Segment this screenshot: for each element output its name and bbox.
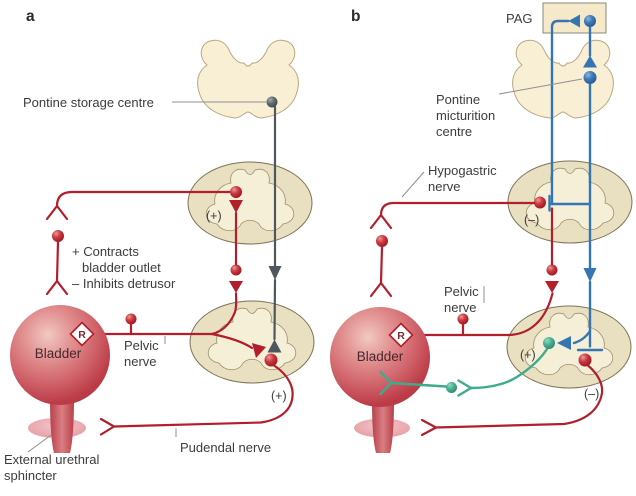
panel-b: b <box>330 2 633 453</box>
sympathetic-note-line3: – Inhibits detrusor <box>72 276 176 291</box>
pudendal-nerve-a <box>112 364 294 428</box>
labels-b: PAG Pontine micturition centre Hypogastr… <box>401 11 599 401</box>
pag-neuron <box>584 15 596 27</box>
pudendal-fork-terminal-a <box>99 417 116 436</box>
bladder-assembly-a: Bladder R <box>10 305 110 453</box>
storage-direction-arrowhead <box>268 266 282 280</box>
hypogastric-pointer-line <box>401 171 425 198</box>
labels-a: Pontine storage centre + Contracts bladd… <box>4 95 287 483</box>
relay-interneuron-b <box>546 264 558 276</box>
pontine-storage-label: Pontine storage centre <box>23 95 154 110</box>
pelvic-nerve-label-line1-a: Pelvic <box>124 338 159 353</box>
sympathetic-preganglionic-neuron-b <box>534 196 546 209</box>
sphincter-motoneuron-b <box>578 353 592 367</box>
hypogastric-label-line1: Hypogastric <box>428 163 497 178</box>
ascending-limb-to-pag <box>550 19 570 206</box>
pontine-storage-pathway <box>172 96 282 353</box>
hypogastric-label-line2: nerve <box>428 179 461 194</box>
brainstem-cross-section-b <box>512 39 614 119</box>
thoracolumbar-cord-a <box>187 161 313 245</box>
red-circuit-a <box>45 186 294 436</box>
pag-label: PAG <box>506 11 533 26</box>
preganglionic-fork-terminal-b <box>369 213 393 230</box>
receptor-label-b: R <box>397 330 405 342</box>
sphincter-motoneuron-a <box>264 353 278 367</box>
afferent-relay-terminal-b <box>545 281 559 293</box>
minus-sign-thoracolumbar-b: (–) <box>524 213 539 227</box>
sphincter-label-line1: External urethral <box>4 452 99 467</box>
storage-descending-axon-lower <box>273 278 277 341</box>
sympathetic-ganglion-a <box>52 230 64 242</box>
storage-synaptic-terminal <box>267 339 282 353</box>
panel-a-letter: a <box>26 8 35 25</box>
sympathetic-note-line1: + Contracts <box>72 244 139 259</box>
pmc-label-line1: Pontine <box>436 92 480 107</box>
parasympathetic-excitation-branch <box>572 329 592 345</box>
detrusor-fork-terminal-overlay <box>379 370 425 396</box>
sphincter-fork-terminal-b <box>420 418 438 437</box>
sphincter-pointer-line <box>27 434 52 453</box>
spinobulbospinal-pathway <box>548 14 604 352</box>
bladder-assembly-b: Bladder R <box>330 307 430 453</box>
sacral-cord-a <box>189 300 315 384</box>
sympathetic-excitatory-terminal-a <box>229 200 243 213</box>
pelvic-nerve-label-line2-b: nerve <box>444 300 477 315</box>
bladder-label-b: Bladder <box>357 349 404 364</box>
afferent-ascending-branch-a <box>210 292 238 336</box>
pelvic-nerve-afferent-b <box>421 292 554 337</box>
receptor-diamond-a <box>69 321 95 347</box>
receptor-label-a: R <box>78 329 86 341</box>
postganglionic-fork-terminal-a <box>45 279 69 296</box>
pontine-micturition-centre-neuron <box>583 71 597 84</box>
postganglionic-fork-terminal-b <box>369 281 393 298</box>
receptor-diamond-b <box>388 322 414 348</box>
afferent-relay-terminal-a <box>229 281 243 293</box>
parasympathetic-excitatory-terminal <box>557 336 571 350</box>
afferent-motoneuron-branch-a <box>210 332 254 350</box>
afferent-soma-b <box>457 313 469 325</box>
brainstem-cross-section-a <box>197 39 299 119</box>
pontine-storage-centre-neuron <box>266 96 278 108</box>
parasympathetic-preganglionic-axon <box>469 347 549 390</box>
relay-interneuron-a <box>230 264 242 276</box>
sympathetic-note-line2: bladder outlet <box>82 260 161 275</box>
urethra-a <box>50 397 74 453</box>
hypogastric-nerve <box>379 201 536 217</box>
pudendal-nerve-label: Pudendal nerve <box>180 440 271 455</box>
afferent-motoneuron-terminal-a <box>252 343 266 358</box>
hypogastric-preganglionic-axon-a <box>55 190 232 208</box>
pelvic-nerve-label-line2-a: nerve <box>124 354 157 369</box>
pmc-label-line2: micturition <box>436 108 495 123</box>
minus-sign-sacral-b: (–) <box>584 387 599 401</box>
ganglion-fork-terminal <box>457 379 473 397</box>
plus-sign-thoracolumbar-a: (+) <box>206 209 222 223</box>
urethra-b <box>372 399 394 453</box>
pelvic-nerve-label-line1-b: Pelvic <box>444 284 479 299</box>
postganglionic-axon-b <box>379 245 384 285</box>
red-circuit-b <box>369 196 604 437</box>
sphincter-label-line2: sphincter <box>4 468 57 483</box>
pag-synaptic-terminal <box>568 14 580 28</box>
postganglionic-axon-a <box>55 240 60 283</box>
parasympathetic-preganglionic-neuron <box>543 337 555 349</box>
plus-sign-sacral-a: (+) <box>271 389 287 403</box>
pmc-pointer-line <box>498 78 583 95</box>
sympathetic-preganglionic-neuron-a <box>230 186 242 198</box>
panel-a: a <box>4 8 315 483</box>
afferent-soma-a <box>125 313 137 325</box>
plus-sign-sacral-b: (+) <box>520 348 536 362</box>
parasympathetic-ganglion <box>446 382 457 393</box>
sympathetic-ganglion-b <box>376 235 388 247</box>
panel-b-letter: b <box>351 8 360 25</box>
pmc-synaptic-terminal <box>583 55 597 68</box>
bladder-label-a: Bladder <box>35 346 82 361</box>
sphincter-efferent-b <box>434 364 604 429</box>
descending-direction-arrowhead <box>583 268 597 282</box>
pmc-label-line3: centre <box>436 124 472 139</box>
preganglionic-fork-terminal-a <box>45 204 69 221</box>
